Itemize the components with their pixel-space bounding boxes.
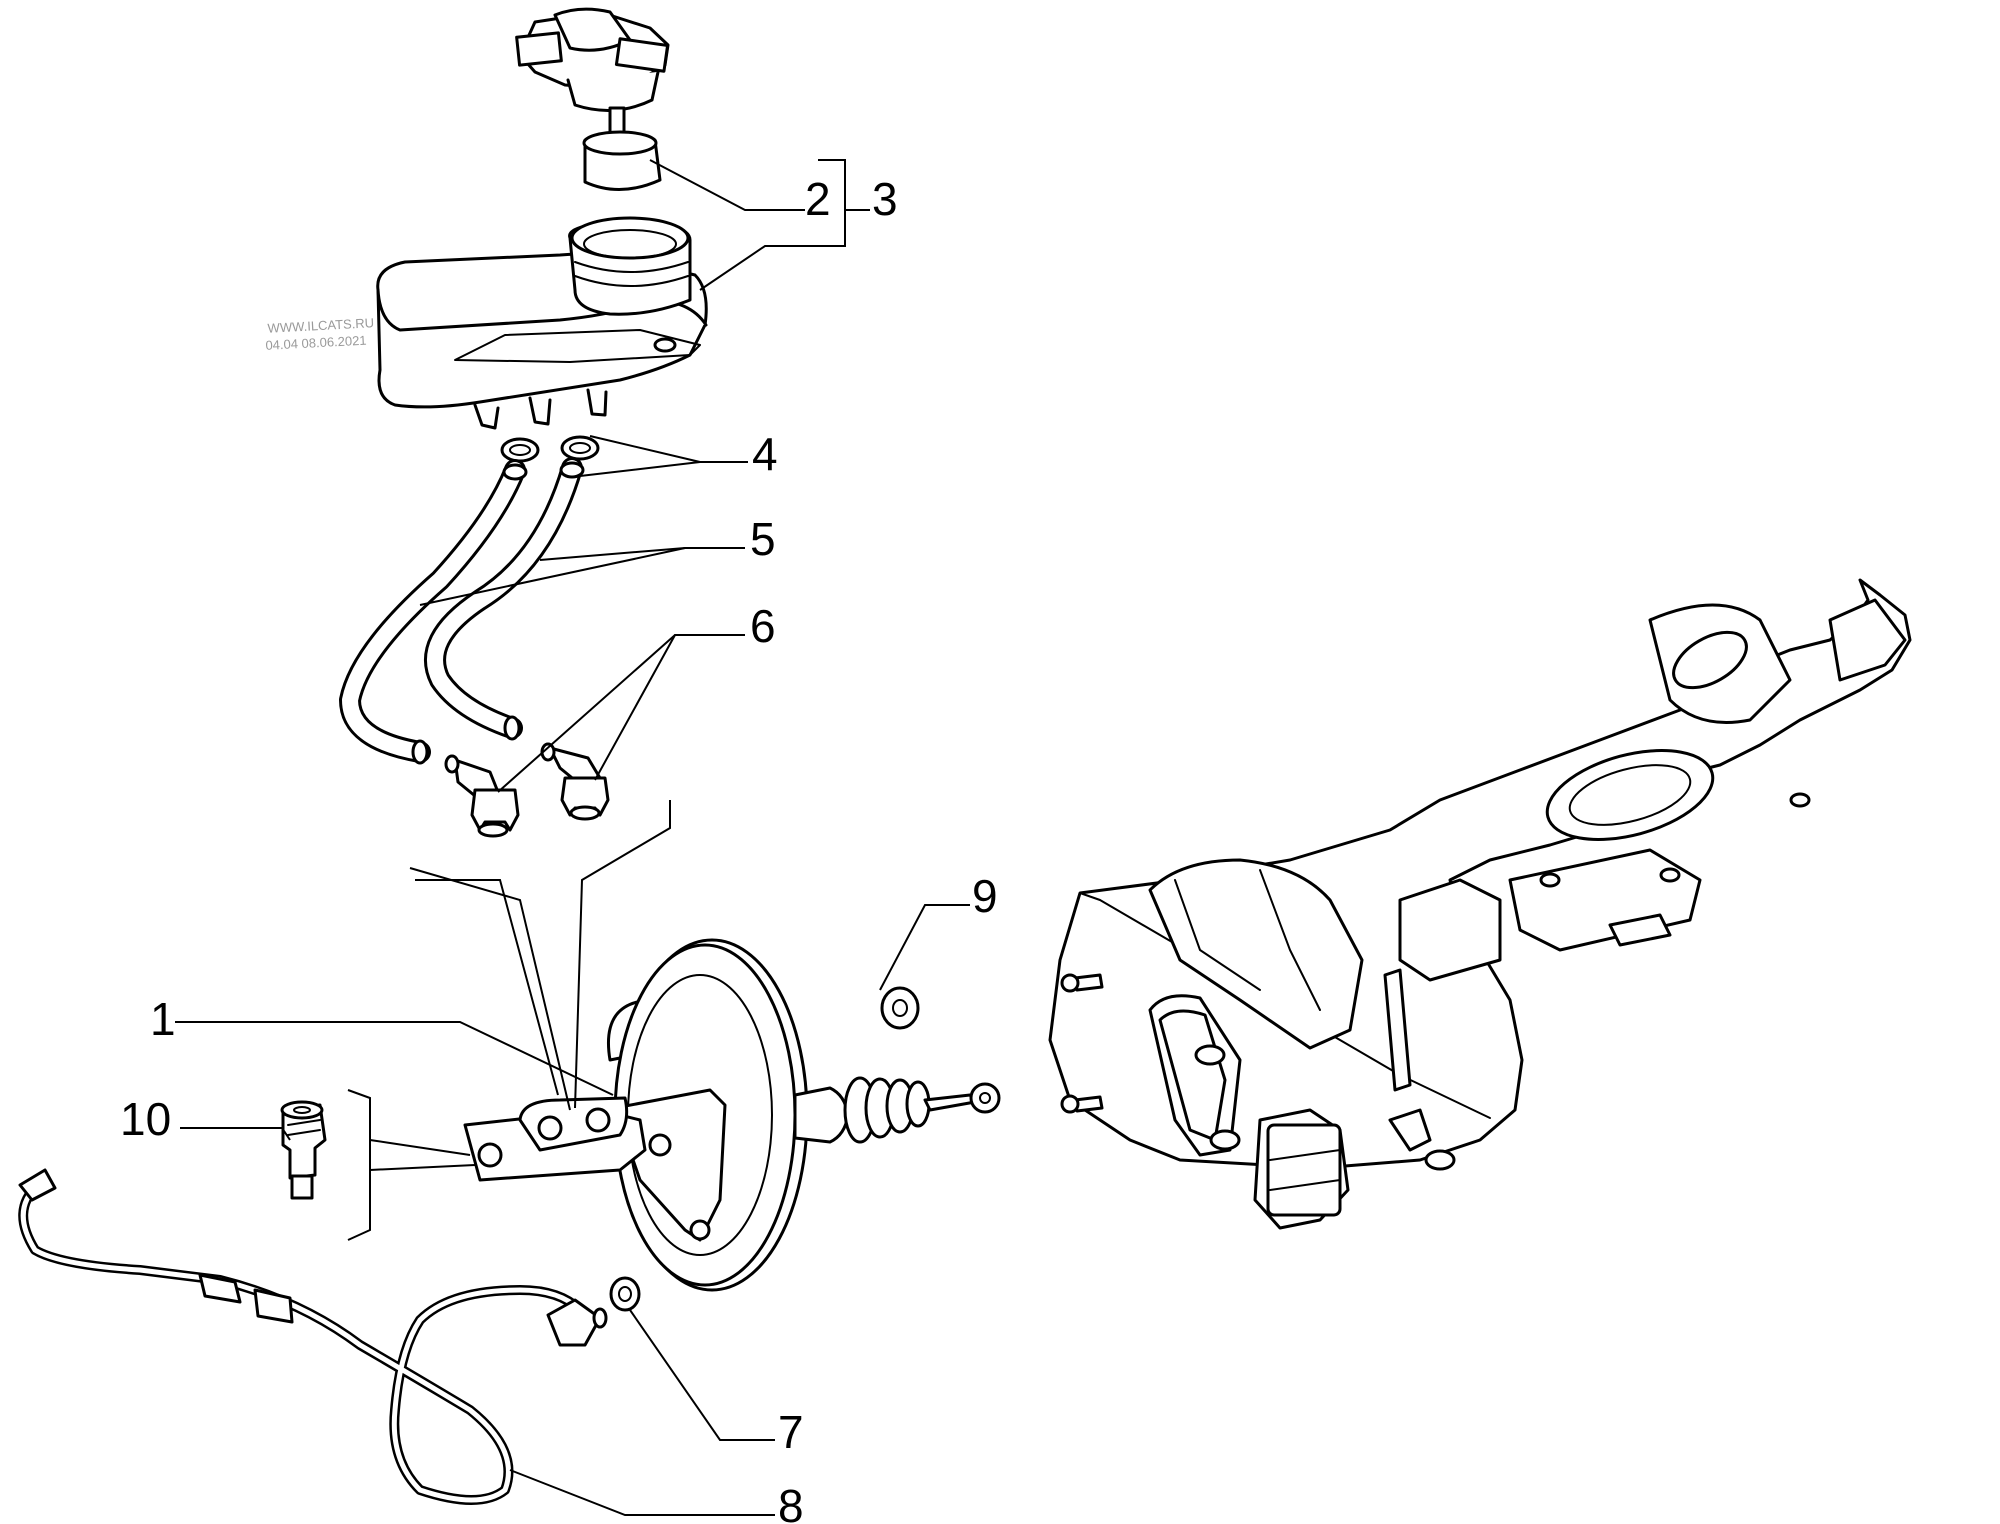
watermark-line1: WWW.ILCATS.RU [267,315,374,336]
elbow-fitting-icon[interactable] [444,742,610,838]
pedal-bracket-assembly-icon [1048,578,1912,1230]
callout-4: 4 [752,428,778,480]
leader-lines [175,159,970,1516]
callout-1: 1 [150,993,176,1045]
callout-7: 7 [778,1406,804,1458]
hose-clamp-icon[interactable] [500,435,600,463]
nut-icon[interactable] [880,986,920,1030]
callout-10: 10 [120,1093,171,1145]
reservoir-cap-sensor-icon[interactable] [515,7,670,192]
callout-2: 2 [805,173,831,225]
vacuum-pipe-icon[interactable] [18,1168,608,1505]
callout-3: 3 [872,173,898,225]
nut-icon[interactable] [609,1276,641,1312]
fluid-reservoir-icon[interactable] [376,216,708,430]
brake-master-cylinder-servo-icon[interactable] [463,938,1001,1292]
watermark-line2: 04.04 08.06.2021 [265,333,367,353]
hose-icon[interactable] [339,457,585,765]
watermark: WWW.ILCATS.RU 04.04 08.06.2021 [265,315,374,353]
callout-9: 9 [972,870,998,922]
callout-5: 5 [750,513,776,565]
callout-6: 6 [750,600,776,652]
callout-8: 8 [778,1480,804,1524]
plug-icon[interactable] [280,1100,327,1200]
callout-labels: 1 2 3 4 5 6 7 8 9 10 [120,173,998,1524]
